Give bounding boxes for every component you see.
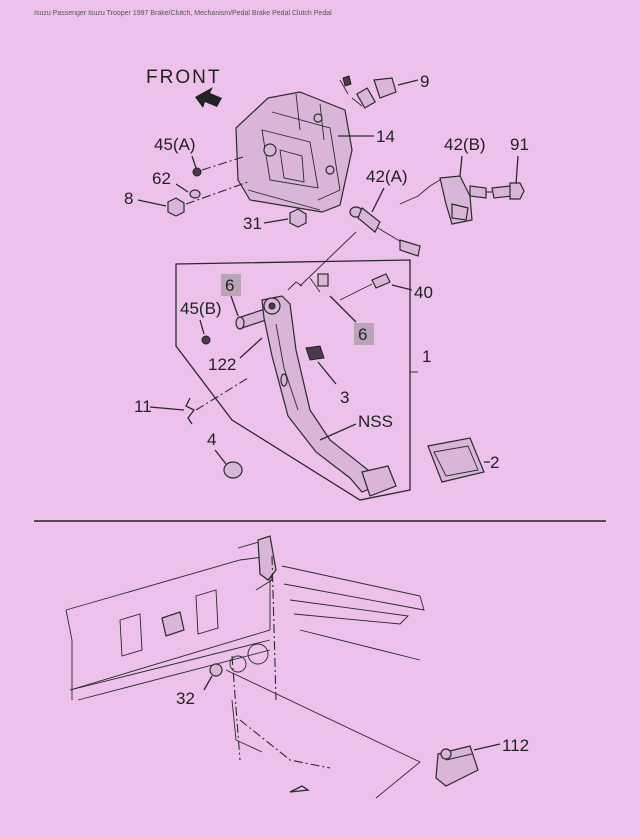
pin-45a bbox=[192, 167, 202, 177]
callout-6a: 6 bbox=[225, 276, 234, 295]
leader-42a bbox=[371, 187, 385, 213]
pushrod-yoke bbox=[309, 277, 321, 293]
leader-91 bbox=[515, 155, 519, 185]
leader-112 bbox=[473, 743, 501, 751]
stopper-cap-4 bbox=[223, 461, 243, 479]
washer-62 bbox=[189, 189, 201, 199]
pin-45b bbox=[201, 335, 211, 345]
dash-panel-view bbox=[65, 535, 425, 793]
bolt-40 bbox=[339, 273, 391, 301]
pedal-arm bbox=[261, 281, 397, 497]
pedal-bracket bbox=[235, 91, 353, 213]
line-32-to-112 bbox=[225, 669, 421, 763]
callout-nss: NSS bbox=[358, 412, 393, 431]
callout-32: 32 bbox=[176, 689, 195, 708]
leader-9 bbox=[397, 79, 419, 86]
bushing-6 bbox=[317, 273, 329, 287]
callout-9: 9 bbox=[420, 72, 429, 91]
switch-42b bbox=[399, 175, 487, 225]
callout-42b: 42(B) bbox=[444, 135, 486, 154]
leader-62 bbox=[175, 183, 189, 193]
leader-6b bbox=[329, 295, 357, 323]
callout-6a-box bbox=[221, 274, 241, 296]
leader-3 bbox=[317, 361, 337, 385]
callout-6b: 6 bbox=[358, 325, 367, 344]
pushrod-line bbox=[299, 231, 357, 287]
callout-45b: 45(B) bbox=[180, 299, 222, 318]
grommet-32 bbox=[209, 663, 223, 677]
clip-11 bbox=[185, 397, 195, 425]
stopper-3 bbox=[305, 345, 325, 361]
callout-45a: 45(A) bbox=[154, 135, 196, 154]
leader-4 bbox=[214, 449, 227, 465]
dashline-8 bbox=[185, 181, 249, 205]
dashline-45a bbox=[201, 155, 247, 171]
nut-8 bbox=[167, 197, 185, 217]
front-label: FRONT bbox=[146, 67, 221, 88]
leader-42b bbox=[459, 155, 463, 177]
callout-3: 3 bbox=[340, 388, 349, 407]
nut-31 bbox=[289, 208, 307, 228]
leader-40 bbox=[391, 284, 413, 291]
callout-6b-box bbox=[354, 323, 374, 345]
sensor-42a bbox=[349, 206, 421, 257]
leader-31 bbox=[263, 218, 289, 224]
callout-91: 91 bbox=[510, 135, 529, 154]
pedal-pad-2 bbox=[427, 437, 485, 483]
callout-8: 8 bbox=[124, 189, 133, 208]
page-header: Isuzu Passenger Isuzu Trooper 1997 Brake… bbox=[34, 10, 332, 17]
callout-42a: 42(A) bbox=[366, 167, 408, 186]
leader-nss bbox=[319, 423, 357, 441]
stop-switch bbox=[339, 75, 397, 109]
leader-45a bbox=[191, 155, 197, 169]
callout-14: 14 bbox=[376, 127, 395, 146]
cover-112 bbox=[435, 745, 479, 787]
leader-8 bbox=[137, 199, 167, 207]
callout-122: 122 bbox=[208, 355, 236, 374]
callout-40: 40 bbox=[414, 283, 433, 302]
dashline-11 bbox=[195, 377, 249, 411]
callout-31: 31 bbox=[243, 214, 262, 233]
callout-11: 11 bbox=[134, 397, 152, 416]
assembly-outline-1 bbox=[175, 259, 411, 501]
leader-6a bbox=[230, 295, 239, 317]
callout-4: 4 bbox=[207, 430, 216, 449]
callout-2: 2 bbox=[490, 453, 499, 472]
callout-62: 62 bbox=[152, 169, 171, 188]
leader-122 bbox=[239, 337, 263, 359]
leader-45b bbox=[199, 319, 205, 335]
callout-112: 112 bbox=[502, 736, 529, 755]
leader-32 bbox=[203, 675, 213, 691]
callout-1: 1 bbox=[422, 347, 431, 366]
bolt-91 bbox=[491, 182, 525, 200]
front-arrow-icon bbox=[195, 87, 222, 108]
line-112-lower bbox=[375, 761, 421, 799]
leader-11 bbox=[149, 406, 185, 411]
